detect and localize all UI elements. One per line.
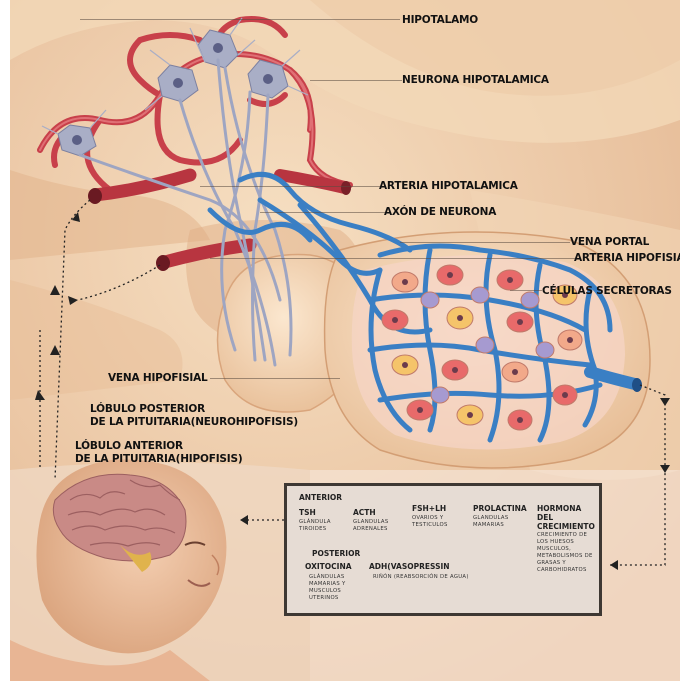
label-arteria-hipofisial: ARTERIA HIPOFISIAL xyxy=(574,252,680,264)
label-vena-hipofisial: VENA HIPOFISIAL xyxy=(108,372,208,384)
label-lobulo-posterior-1: LÓBULO POSTERIOR xyxy=(90,403,205,415)
hormone-target: GLANDULAS MAMARIAS xyxy=(473,515,521,529)
anterior-title: ANTERIOR xyxy=(299,493,342,502)
label-celulas-secretoras: CÉLULAS SECRETORAS xyxy=(542,285,672,297)
label-neurona-hipotalamica: NEURONA HIPOTALAMICA xyxy=(402,74,549,86)
vena-portal-leader xyxy=(400,242,570,243)
axon-leader xyxy=(260,212,385,213)
hormone-target: GLÁNDULA TIROIDES xyxy=(299,519,339,533)
hormone-name: PROLACTINA xyxy=(473,504,527,513)
hormone-name: HORMONA DEL CRECIMIENTO xyxy=(537,504,593,531)
posterior-title: POSTERIOR xyxy=(312,549,360,558)
hormone-table: ANTERIOR TSH GLÁNDULA TIROIDES ACTH GLAN… xyxy=(284,483,602,616)
label-vena-portal: VENA PORTAL xyxy=(570,236,649,248)
hormone-name: OXITOCINA xyxy=(305,562,352,571)
label-hipotalamo: HIPOTALAMO xyxy=(402,14,478,26)
hormone-target: CRECIMIENTO DE LOS HUESOS MUSCULOS, META… xyxy=(537,532,597,574)
hormone-target: RIÑÓN (REABSORCIÓN DE AGUA) xyxy=(373,574,473,581)
label-axon-neurona: AXÓN DE NEURONA xyxy=(384,206,496,218)
label-lobulo-posterior-2: DE LA PITUITARIA(NEUROHIPOFISIS) xyxy=(90,416,298,428)
neurona-leader xyxy=(310,80,402,81)
label-lobulo-anterior-1: LÓBULO ANTERIOR xyxy=(75,440,183,452)
hormone-name: ACTH xyxy=(353,508,376,517)
hipotalamo-leader xyxy=(80,19,400,20)
hormone-name: TSH xyxy=(299,508,316,517)
hormone-target: OVARIOS Y TESTICULOS xyxy=(412,515,448,529)
hormone-name: FSH+LH xyxy=(412,504,446,513)
hormone-target: GLÁNDULAS MAMARIAS Y MUSCULOS UTERINOS xyxy=(309,574,351,602)
label-arteria-hipotalamica: ARTERIA HIPOTALAMICA xyxy=(379,180,518,192)
illustration-canvas: HIPOTALAMO NEURONA HIPOTALAMICA ARTERIA … xyxy=(10,0,680,681)
label-lobulo-anterior-2: DE LA PITUITARIA(HIPOFISIS) xyxy=(75,453,242,465)
arteria-hipotalamica-leader xyxy=(200,186,380,187)
vena-hipofisial-leader xyxy=(210,378,340,379)
celulas-leader xyxy=(510,290,542,291)
hormone-target: GLANDULAS ADRENALES xyxy=(353,519,393,533)
hormone-name: ADH(VASOPRESSIN xyxy=(369,562,450,571)
arteria-hipofisial-leader xyxy=(210,258,575,259)
